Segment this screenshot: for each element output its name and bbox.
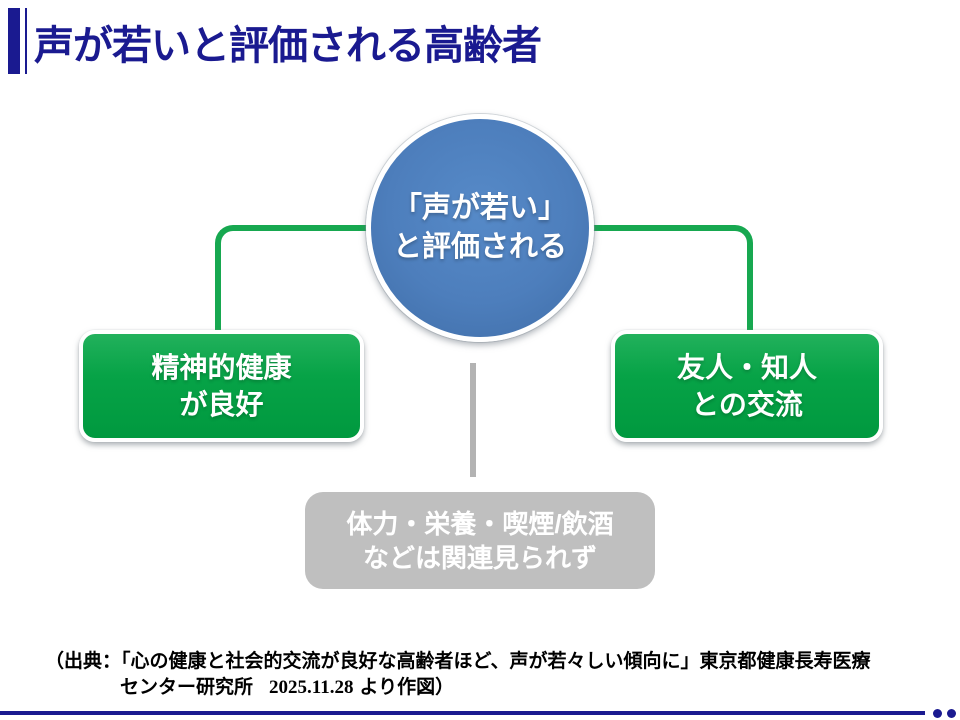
- left-box-line1: 精神的健康: [151, 352, 292, 383]
- slide-title: 声が若いと評価される高齢者: [34, 24, 542, 68]
- right-box-social-interaction: 友人・知人 との交流: [611, 330, 883, 442]
- title-accent-bar: [8, 8, 20, 74]
- center-circle-line2: と評価される: [392, 231, 567, 263]
- connector-right-green: [587, 225, 753, 339]
- right-box-line1: 友人・知人: [676, 352, 817, 383]
- bottom-box-no-association: 体力・栄養・喫煙/飲酒 などは関連見られず: [305, 492, 655, 589]
- right-box-line2: との交流: [691, 389, 803, 420]
- source-date: 2025.11.28: [269, 677, 354, 698]
- left-box-line2: が良好: [179, 389, 264, 420]
- source-line1: （出典：「心の健康と社会的交流が良好な高齢者ほど、声が若々しい傾向に」東京都健康…: [45, 651, 871, 672]
- connector-left-green: [215, 225, 379, 339]
- connector-bottom-gray: [470, 363, 476, 477]
- bottom-box-line1: 体力・栄養・喫煙/飲酒: [346, 508, 614, 539]
- footer-dot: [947, 709, 956, 718]
- title-accent-line: [25, 8, 27, 74]
- bottom-box-line2: などは関連見られず: [362, 542, 597, 573]
- center-circle-line1: 「声が若い」: [392, 192, 567, 224]
- footer-dot: [933, 709, 942, 718]
- source-line2-suffix: より作図）: [359, 677, 455, 698]
- center-circle: 「声が若い」 と評価される: [366, 114, 594, 342]
- source-line2-prefix: センター研究所: [120, 677, 254, 698]
- left-box-mental-health: 精神的健康 が良好: [79, 330, 364, 442]
- footer-rule: [0, 711, 925, 715]
- source-citation: （出典：「心の健康と社会的交流が良好な高齢者ほど、声が若々しい傾向に」東京都健康…: [45, 649, 871, 701]
